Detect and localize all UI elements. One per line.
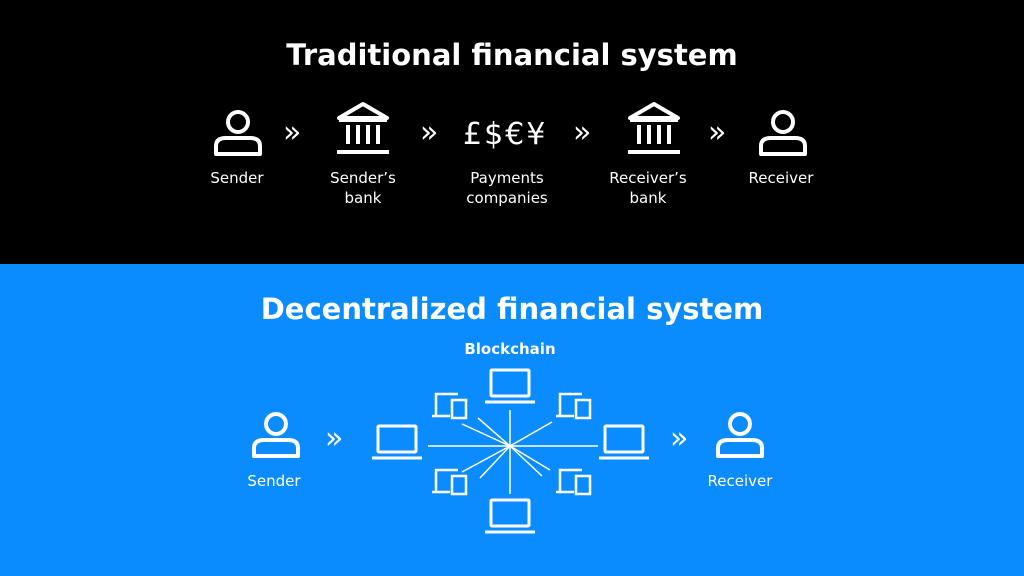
traditional-title: Traditional financial system (286, 38, 738, 72)
sender-person-icon (251, 410, 301, 458)
phone-tablet-icon (432, 468, 468, 496)
decentralized-system-panel: Decentralized financial system Blockchai… (0, 264, 1024, 576)
chevron-right-icon: » (573, 115, 592, 150)
chevron-right-icon: » (420, 115, 439, 150)
currency-symbols-icon: £$€¥ (463, 117, 548, 152)
receivers-bank-icon (626, 100, 682, 156)
blockchain-label: Blockchain (464, 340, 556, 358)
blockchain-network (370, 364, 660, 544)
receiver-person-icon (758, 108, 808, 156)
laptop-icon (599, 424, 649, 460)
sender-label: Sender (247, 472, 301, 490)
phone-tablet-icon (556, 392, 592, 420)
receiver-label: Receiver (707, 472, 773, 490)
chevron-right-icon: » (325, 421, 344, 456)
decentralized-title: Decentralized financial system (260, 292, 764, 326)
receiver-label: Receiver (748, 169, 814, 187)
sender-person-icon (213, 108, 263, 156)
receiver-person-icon (715, 410, 765, 458)
chevron-right-icon: » (283, 115, 302, 150)
chevron-right-icon: » (708, 115, 727, 150)
traditional-system-panel: Traditional financial system Sender » Se… (0, 0, 1024, 264)
phone-tablet-icon (556, 468, 592, 496)
senders-bank-icon (335, 100, 391, 156)
laptop-icon (485, 498, 535, 534)
chevron-right-icon: » (670, 421, 689, 456)
receivers-bank-label: Receiver’s bank (609, 169, 687, 207)
sender-label: Sender (210, 169, 264, 187)
laptop-icon (372, 424, 422, 460)
laptop-icon (485, 368, 535, 404)
phone-tablet-icon (432, 392, 468, 420)
payments-companies-label: Payments companies (466, 169, 548, 207)
senders-bank-label: Sender’s bank (330, 169, 396, 207)
